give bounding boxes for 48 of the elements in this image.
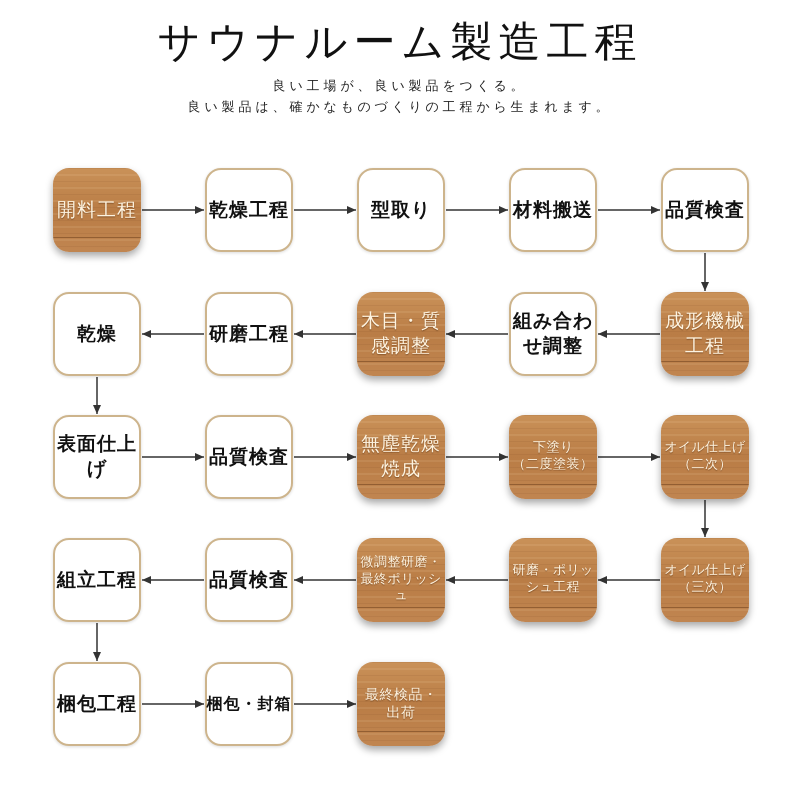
title: サウナルーム製造工程 bbox=[158, 16, 642, 68]
arrow bbox=[598, 453, 660, 461]
process-box: 梱包工程 bbox=[53, 662, 141, 746]
process-box: オイル仕上げ（三次） bbox=[661, 538, 749, 622]
arrow bbox=[142, 330, 204, 338]
process-box: 無塵乾燥焼成 bbox=[357, 415, 445, 499]
arrow bbox=[142, 453, 204, 461]
arrow bbox=[598, 576, 660, 584]
process-box: 木目・質感調整 bbox=[357, 292, 445, 376]
process-box: オイル仕上げ（二次） bbox=[661, 415, 749, 499]
arrow bbox=[142, 700, 204, 708]
process-box: 品質検査 bbox=[205, 538, 293, 622]
arrow bbox=[294, 700, 356, 708]
process-box: 最終検品・出荷 bbox=[357, 662, 445, 746]
arrow bbox=[598, 330, 660, 338]
process-box: 型取り bbox=[357, 168, 445, 252]
arrow bbox=[446, 330, 508, 338]
arrow bbox=[294, 576, 356, 584]
arrow bbox=[294, 206, 356, 214]
arrow bbox=[294, 453, 356, 461]
process-box: 微調整研磨・最終ポリッシュ bbox=[357, 538, 445, 622]
process-box: 表面仕上げ bbox=[53, 415, 141, 499]
arrow bbox=[142, 576, 204, 584]
process-box: 乾燥 bbox=[53, 292, 141, 376]
process-box: 研磨工程 bbox=[205, 292, 293, 376]
arrow bbox=[294, 330, 356, 338]
process-box: 品質検査 bbox=[661, 168, 749, 252]
subtitle: 良い製品は、確かなものづくりの工程から生まれます。 bbox=[188, 99, 612, 117]
process-box: 材料搬送 bbox=[509, 168, 597, 252]
process-box: 組立工程 bbox=[53, 538, 141, 622]
arrow bbox=[446, 453, 508, 461]
process-box: 研磨・ポリッシュ工程 bbox=[509, 538, 597, 622]
process-box: 成形機械工程 bbox=[661, 292, 749, 376]
process-box: 品質検査 bbox=[205, 415, 293, 499]
process-box: 開料工程 bbox=[53, 168, 141, 252]
arrow bbox=[446, 576, 508, 584]
process-box: 梱包・封箱 bbox=[205, 662, 293, 746]
subtitle: 良い工場が、良い製品をつくる。 bbox=[272, 78, 528, 96]
arrow bbox=[701, 253, 709, 291]
process-box: 下塗り（二度塗装） bbox=[509, 415, 597, 499]
process-box: 組み合わせ調整 bbox=[509, 292, 597, 376]
arrow bbox=[93, 377, 101, 414]
arrow bbox=[701, 500, 709, 537]
arrow bbox=[93, 623, 101, 661]
arrow bbox=[446, 206, 508, 214]
arrow bbox=[598, 206, 660, 214]
process-box: 乾燥工程 bbox=[205, 168, 293, 252]
arrow bbox=[142, 206, 204, 214]
